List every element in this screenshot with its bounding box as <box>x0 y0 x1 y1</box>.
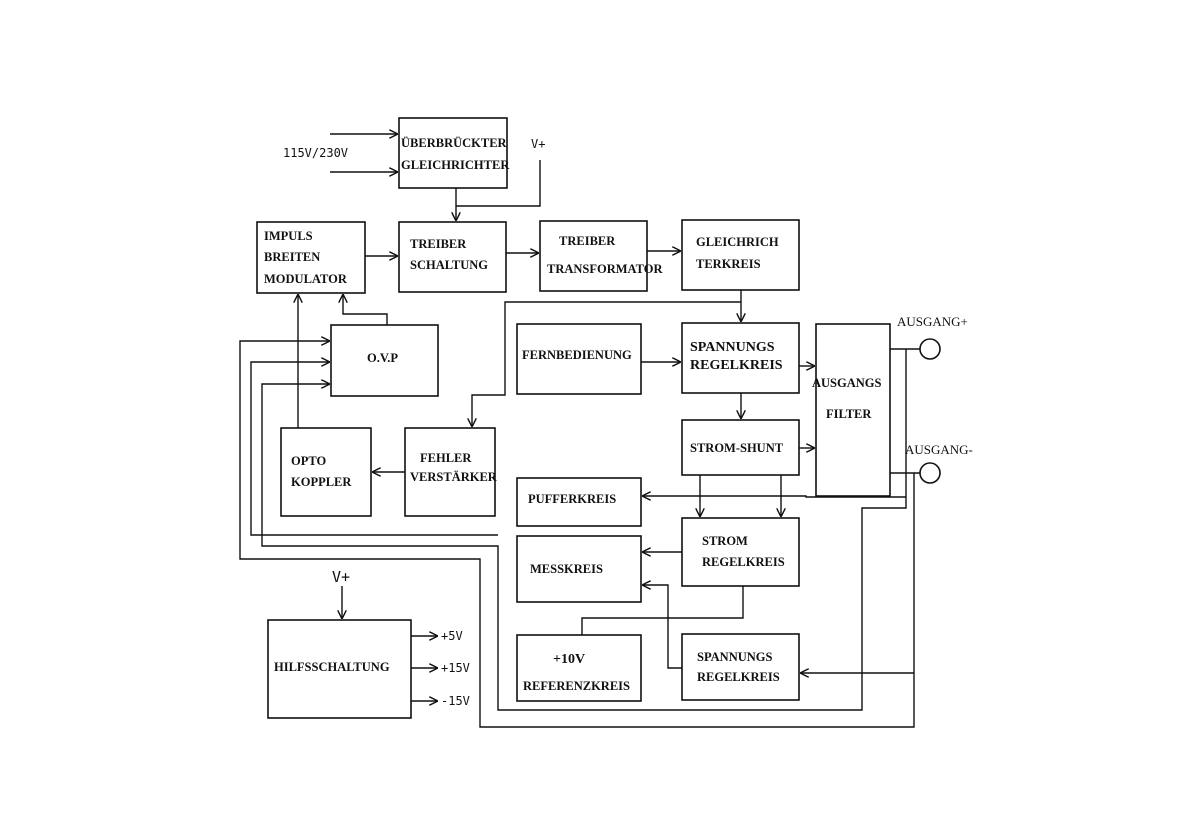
output-to-buffer-wire <box>643 496 906 497</box>
rectifier-circuit-line1: GLEICHRICH <box>696 235 779 249</box>
bridged-rectifier-line2: GLEICHRICHTER <box>401 158 510 172</box>
driver-circuit-line1: TREIBER <box>410 237 467 251</box>
reference-line2: REFERENZKREIS <box>523 679 630 693</box>
driver-transformer-line1: TREIBER <box>559 234 616 248</box>
output-minus-terminal <box>919 462 941 484</box>
mains-input-label: 115V/230V <box>283 146 348 160</box>
output-minus-label: AUSGANG- <box>905 442 973 457</box>
block-reference: +10V REFERENZKREIS <box>516 634 642 702</box>
output-plus-terminal <box>919 338 941 360</box>
voltage-control-line2: REGELKREIS <box>690 358 783 373</box>
output-filter-line2: FILTER <box>826 407 872 421</box>
output-filter-line1: AUSGANGS <box>812 376 882 390</box>
pwm-line1: IMPULS <box>264 229 313 243</box>
block-current-control: STROM REGELKREIS <box>681 517 800 587</box>
driver-circuit-line2: SCHALTUNG <box>410 258 488 272</box>
aux-out-15v-label: +15V <box>441 661 470 675</box>
block-ovp: O.V.P <box>330 324 439 397</box>
block-current-shunt: STROM-SHUNT <box>681 419 800 476</box>
output-minus-sense-wire-1 <box>239 341 915 728</box>
bridged-rectifier-line1: ÜBERBRÜCKTER <box>401 136 508 150</box>
block-error-amplifier: FEHLER VERSTÄRKER <box>404 427 498 517</box>
opto-coupler-line2: KOPPLER <box>291 475 352 489</box>
output-minus-sense-wire-2 <box>250 362 498 536</box>
current-control-line1: STROM <box>702 534 748 548</box>
aux-out-neg15v-label: -15V <box>441 694 470 708</box>
voltage-control-line1: SPANNUNGS <box>690 340 775 355</box>
block-voltage-control: SPANNUNGS REGELKREIS <box>681 322 800 394</box>
voltage-control-2-line1: SPANNUNGS <box>697 650 773 664</box>
rectifier-circuit-line2: TERKREIS <box>696 257 761 271</box>
vplus-aux-label: V+ <box>332 568 350 586</box>
block-driver-circuit: TREIBER SCHALTUNG <box>398 221 507 293</box>
vplus-top-label: V+ <box>531 137 545 151</box>
rectifier-to-error-amp-wire <box>472 301 741 426</box>
measure-label: MESSKREIS <box>530 562 603 576</box>
remote-control-label: FERNBEDIENUNG <box>522 348 632 362</box>
block-driver-transformer: TREIBER TRANSFORMATOR <box>539 220 663 292</box>
block-remote-control: FERNBEDIENUNG <box>516 323 642 395</box>
buffer-label: PUFFERKREIS <box>528 492 616 506</box>
block-measure: MESSKREIS <box>516 535 642 603</box>
pwm-line3: MODULATOR <box>264 272 348 286</box>
ovp-label: O.V.P <box>367 351 398 365</box>
reference-line1: +10V <box>553 652 585 667</box>
output-plus-label: AUSGANG+ <box>897 314 968 329</box>
block-buffer: PUFFERKREIS <box>516 477 642 527</box>
driver-transformer-line2: TRANSFORMATOR <box>547 262 663 276</box>
aux-supply-label: HILFSSCHALTUNG <box>274 660 390 674</box>
aux-out-5v-label: +5V <box>441 629 463 643</box>
reference-link-wire <box>581 586 744 635</box>
block-opto-coupler: OPTO KOPPLER <box>280 427 372 517</box>
block-pulse-width-modulator: IMPULS BREITEN MODULATOR <box>256 221 366 294</box>
current-control-line2: REGELKREIS <box>702 555 785 569</box>
wiring <box>239 134 920 728</box>
voltage-control-2-line2: REGELKREIS <box>697 670 780 684</box>
block-output-filter: AUSGANGS FILTER <box>812 323 891 497</box>
output-plus-sense-wire <box>261 349 907 711</box>
block-voltage-control-2: SPANNUNGS REGELKREIS <box>681 633 800 701</box>
ovp-to-pwm-wire <box>343 295 388 325</box>
error-amp-line1: FEHLER <box>420 451 472 465</box>
error-amp-line2: VERSTÄRKER <box>410 470 498 484</box>
block-rectifier-circuit: GLEICHRICH TERKREIS <box>681 219 800 291</box>
vplus-wire <box>456 160 541 207</box>
block-bridged-rectifier: ÜBERBRÜCKTER GLEICHRICHTER <box>398 117 510 189</box>
block-aux-supply: HILFSSCHALTUNG <box>267 619 412 719</box>
current-shunt-label: STROM-SHUNT <box>690 441 784 455</box>
opto-coupler-line1: OPTO <box>291 454 326 468</box>
voltage-control-2-to-measure-wire <box>643 585 682 669</box>
pwm-line2: BREITEN <box>264 250 320 264</box>
